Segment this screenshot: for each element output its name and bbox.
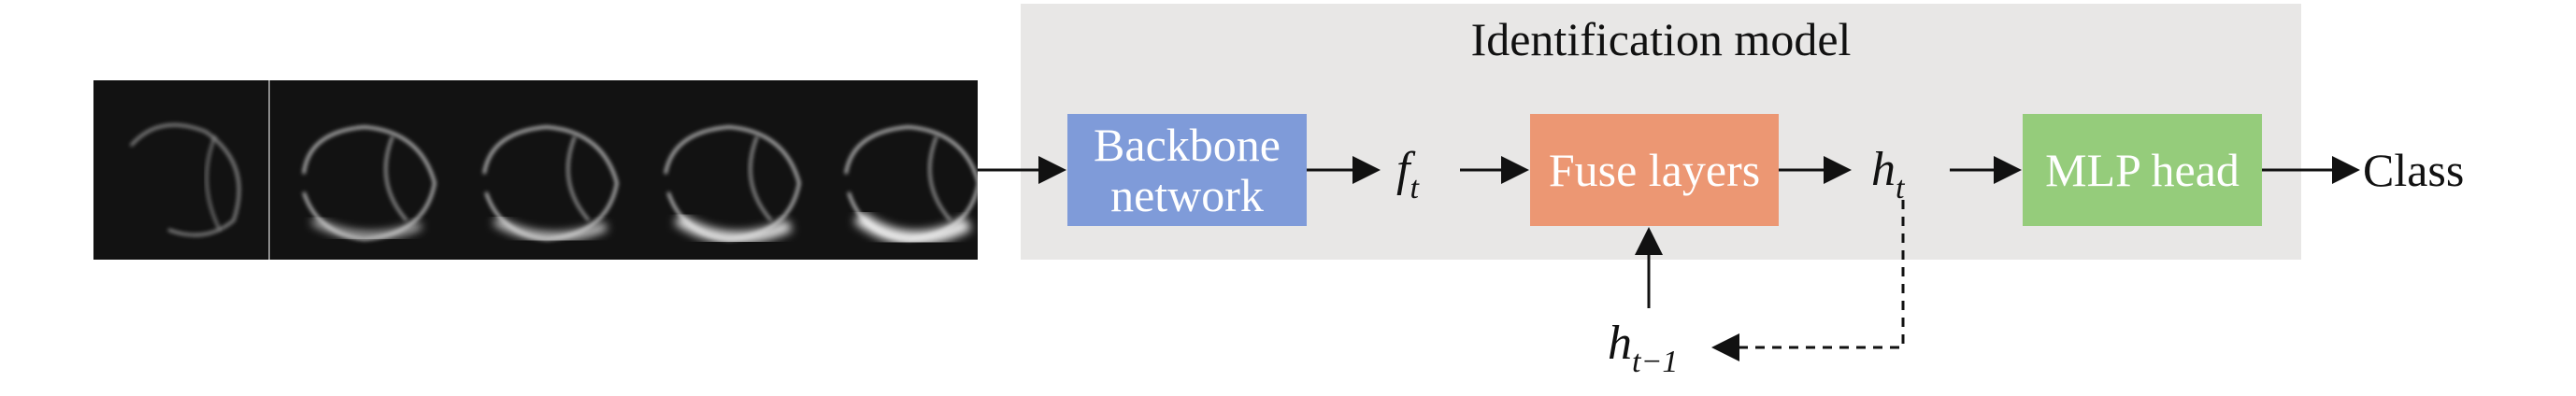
dashed-feedback-ht-to-hprev	[1711, 200, 1905, 361]
frame-2	[302, 125, 436, 241]
hidden-previous-label: ht−1	[1608, 316, 1678, 378]
frame-5	[844, 125, 978, 246]
mlp-head-box: MLP head	[2023, 114, 2262, 226]
fuse-layers-box: Fuse layers	[1530, 114, 1779, 226]
input-frames-image	[129, 80, 978, 260]
feature-ft-label: ft	[1396, 142, 1419, 205]
class-output-label: Class	[2363, 144, 2465, 196]
fuse-layers-label: Fuse layers	[1548, 144, 1761, 196]
mlp-head-label: MLP head	[2045, 144, 2240, 196]
hprev-base: h	[1608, 317, 1632, 370]
frame-1	[129, 123, 241, 237]
ht-subscript: t	[1896, 171, 1905, 205]
frame-4	[664, 125, 801, 244]
backbone-label-line2: network	[1110, 169, 1264, 221]
backbone-network-box: Backbone network	[1067, 114, 1307, 226]
model-title: Identification model	[1470, 13, 1852, 65]
ft-base: f	[1396, 143, 1410, 196]
backbone-label-line1: Backbone	[1094, 119, 1281, 171]
frame-3	[482, 125, 619, 242]
ht-base: h	[1871, 143, 1896, 196]
hidden-ht-label: ht	[1871, 142, 1904, 205]
hprev-subscript: t−1	[1632, 345, 1679, 379]
input-frame-strip	[93, 80, 978, 260]
ft-subscript: t	[1410, 171, 1419, 205]
